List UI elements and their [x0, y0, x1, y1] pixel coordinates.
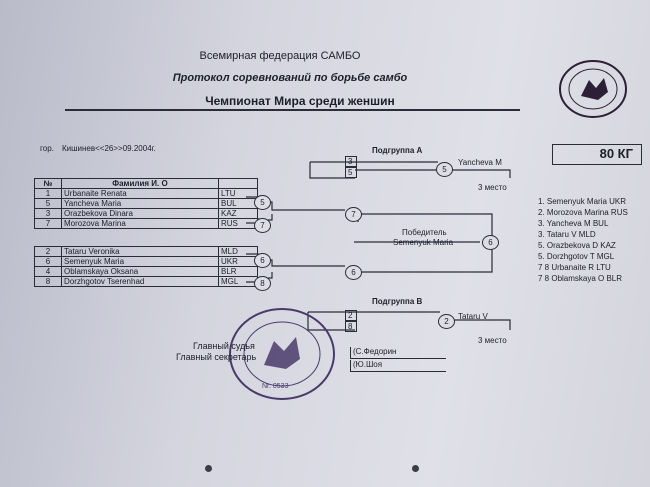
standings-line: 1. Semenyuk Maria UKR [538, 197, 627, 206]
match-circle-r1-lower-bottom: 8 [254, 276, 271, 291]
place-label: гор. [40, 144, 54, 153]
standings-line: 2. Morozova Marina RUS [538, 208, 628, 217]
official-stamp [229, 308, 335, 400]
subgroup-b-winner: Tataru V [458, 312, 488, 321]
punch-hole [205, 465, 212, 472]
table-row: 7 Morozova Marina RUS [34, 218, 258, 229]
chief-secretary-name: (Ю.Шоя [350, 360, 446, 372]
subgroup-b-result: 3 место [478, 336, 507, 345]
subgroup-a-bottom-seed: 5 [345, 167, 357, 178]
winner-label: Победитель [402, 228, 447, 237]
weight-class-box: 80 КГ [552, 144, 642, 165]
title-underline [65, 109, 520, 111]
standings-line: 3. Yancheva M BUL [538, 219, 609, 228]
participants-table: № Фамилия И. О 1 Urbanaite Renata LTU 5 … [34, 178, 258, 229]
match-circle-semi-top: 7 [345, 207, 362, 222]
standings-line: 7 8 Urbanaite R LTU [538, 263, 611, 272]
standings-line: 3. Tataru V MLD [538, 230, 596, 239]
stamp-number: Nr. 0533 [262, 383, 289, 390]
protocol-title: Протокол соревнований по борьбе самбо [172, 72, 408, 84]
winner-name: Semenyuk Maria [393, 238, 454, 247]
subgroup-a-result: 3 место [478, 183, 507, 192]
chief-judge-label: Главный судья [193, 341, 255, 351]
subgroup-a-title: Подгруппа А [372, 146, 423, 155]
federation-logo [559, 60, 627, 118]
punch-hole [412, 465, 419, 472]
subgroup-a-top-seed: 3 [345, 156, 357, 167]
final-standings: 1. Semenyuk Maria UKR 2. Morozova Marina… [538, 197, 628, 285]
place-date: Кишинев<<26>>09.2004г. [62, 144, 156, 153]
match-circle-repechage-b: 2 [438, 314, 455, 329]
standings-line: 7 8 Oblamskaya O BLR [538, 274, 623, 283]
match-circle-r1-lower-top: 6 [254, 253, 271, 268]
table-row: 5 Yancheva Maria BUL [34, 198, 258, 209]
match-circle-r1-bottom: 7 [254, 218, 271, 233]
federation-title: Всемирная федерация САМБО [199, 50, 361, 62]
match-circle-semi-bottom: 6 [345, 265, 362, 280]
subgroup-a-winner: Yancheva M [458, 158, 502, 167]
championship-title: Чемпионат Мира среди женшин [205, 94, 395, 108]
standings-line: 5. Dorzhgotov T MGL [538, 252, 615, 261]
table-row: 8 Dorzhgotov Tserenhad MGL [34, 276, 258, 287]
subgroup-b-title: Подгруппа В [372, 297, 423, 306]
match-circle-r1-top: 5 [254, 195, 271, 210]
match-circle-final: 6 [482, 235, 499, 250]
subgroup-b-bottom-seed: 8 [345, 321, 357, 332]
chief-judge-name: (С.Федорин [350, 347, 446, 359]
subgroup-b-top-seed: 2 [345, 310, 357, 321]
chief-secretary-label: Главный секретарь [176, 352, 257, 362]
participants-table-lower: 2 Tataru Veronika MLD 6 Semenyuk Maria U… [34, 246, 258, 287]
match-circle-repechage-a: 5 [436, 162, 453, 177]
standings-line: 5. Orazbekova D KAZ [538, 241, 616, 250]
